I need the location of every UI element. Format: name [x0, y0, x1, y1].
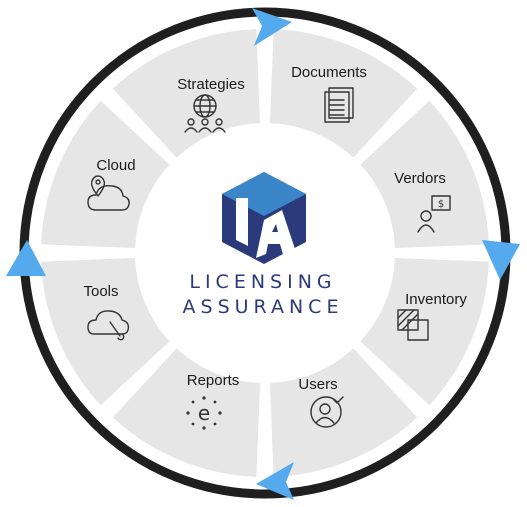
segment-label-inventory: Inventory — [405, 291, 467, 308]
segment-tools — [41, 257, 170, 406]
segment-verdors — [360, 100, 489, 249]
globe-people-icon — [184, 94, 226, 133]
cloud-location-icon — [87, 175, 130, 211]
brand-line-2: ASSURANCE — [183, 296, 344, 318]
segment-strategies — [112, 29, 261, 158]
segment-label-users: Users — [298, 376, 337, 393]
segment-label-documents: Documents — [291, 64, 367, 81]
svg-text:$: $ — [438, 199, 444, 210]
report-e-icon: e — [186, 396, 222, 430]
inventory-squares-icon — [397, 309, 429, 341]
segment-documents — [269, 29, 418, 158]
documents-icon — [324, 87, 354, 123]
segment-users — [269, 348, 418, 477]
segment-label-tools: Tools — [83, 283, 118, 300]
arrow-top-icon — [252, 8, 292, 46]
arrow-left-icon — [6, 240, 46, 276]
segment-inventory — [360, 257, 489, 406]
segment-label-reports: Reports — [187, 372, 240, 389]
vendor-dollar-icon: $ — [417, 195, 451, 233]
arrow-bottom-icon — [256, 462, 294, 500]
segment-reports — [112, 348, 261, 477]
brand-line-1: LICENSING — [189, 271, 336, 293]
segment-cloud — [41, 100, 170, 249]
la-cube-logo — [222, 172, 306, 264]
segment-group: Documents Verdors $ Inventory Users Repo… — [41, 29, 489, 477]
svg-text:e: e — [198, 401, 210, 425]
segment-label-verdors: Verdors — [394, 170, 446, 187]
segment-label-cloud: Cloud — [96, 157, 135, 174]
user-check-icon — [310, 396, 344, 428]
cloud-wrench-icon — [87, 310, 130, 341]
arrow-right-icon — [482, 240, 520, 280]
segment-label-strategies: Strategies — [177, 76, 245, 93]
